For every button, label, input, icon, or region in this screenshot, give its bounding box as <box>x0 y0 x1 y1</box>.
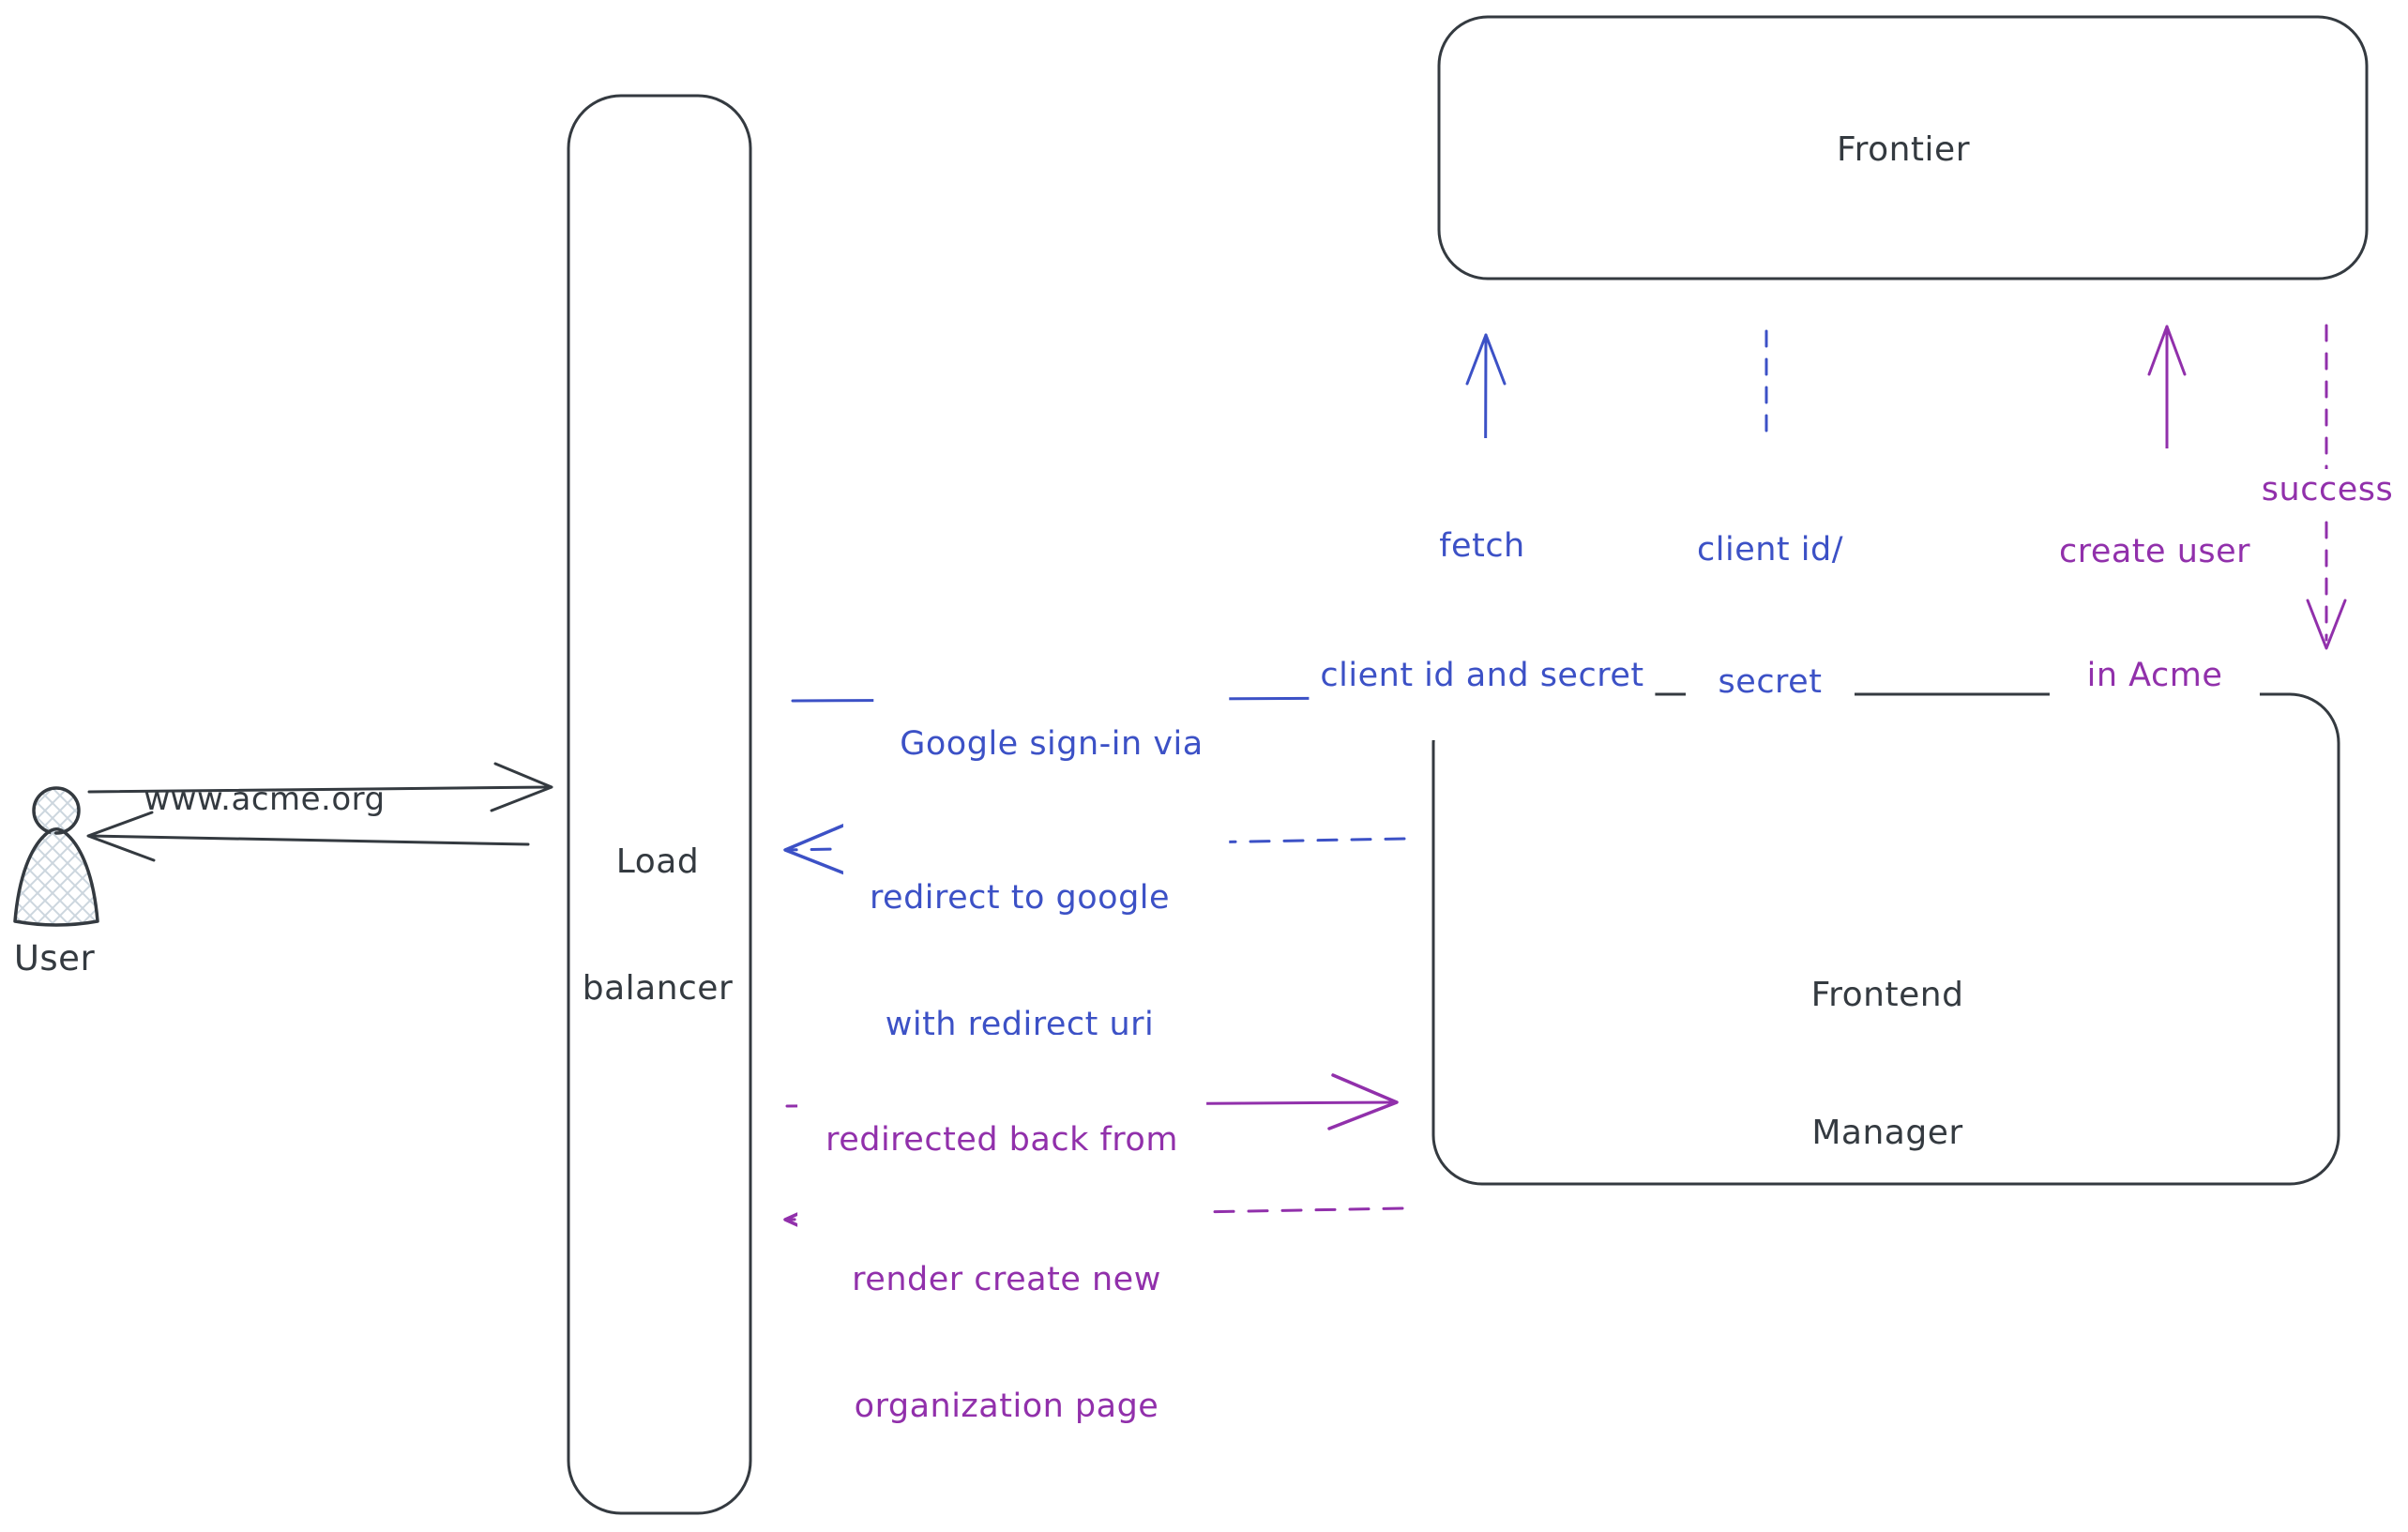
user-label: User <box>13 938 96 978</box>
arrowhead-right-icon <box>490 762 553 812</box>
arrow-line <box>87 785 551 794</box>
user-figure <box>13 786 99 927</box>
www-acme-label: www.acme.org <box>144 781 386 818</box>
frontend-manager-box <box>1431 692 2340 1186</box>
frontier-label: Frontier <box>1836 130 1971 169</box>
arrowhead-right-icon <box>1327 1073 1399 1130</box>
arrowhead-up-icon <box>2147 325 2187 376</box>
user-figure-head <box>32 786 81 835</box>
user-figure-body <box>13 827 99 927</box>
render-org-page-label: render create new organization page <box>824 1175 1189 1470</box>
success-label: success <box>2253 469 2401 511</box>
client-id-secret-label: client id/ secret <box>1686 440 1855 749</box>
arrowhead-up-icon <box>1465 333 1507 386</box>
arrowhead-left-icon <box>783 823 849 876</box>
load-balancer-label: Load balancer <box>582 842 734 1008</box>
fetch-secret-label: fetch client id and secret <box>1309 438 1656 740</box>
frontier-box <box>1437 15 2369 281</box>
arrow-line <box>87 834 530 846</box>
frontend-manager-label: Frontend Manager <box>1810 976 1964 1152</box>
load-balancer-box <box>567 94 752 1515</box>
lb-response-arrow <box>86 811 530 862</box>
user-request-arrow <box>87 762 553 812</box>
arrowhead-left-icon <box>86 811 156 862</box>
arrowhead-down-icon <box>2306 599 2347 650</box>
create-user-label: create user in Acme <box>2049 448 2261 737</box>
